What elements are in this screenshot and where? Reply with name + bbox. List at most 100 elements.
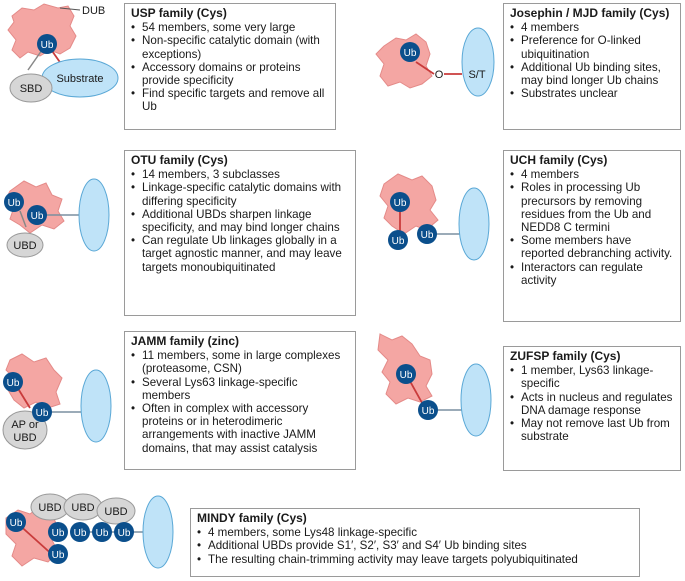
uch-title: UCH family (Cys) [510, 153, 608, 167]
otu-card: OTU family (Cys) 14 members, 3 subclasse… [124, 150, 356, 316]
ub-circle [4, 192, 24, 212]
ub-label: Ub [394, 198, 407, 209]
sbd-shape [9, 73, 53, 103]
bullet: Find specific targets and remove all Ub [131, 87, 329, 113]
substrate-shape [142, 495, 174, 569]
ub-circle [114, 522, 134, 542]
ub-circle [390, 192, 410, 212]
dub-enzyme-shape [375, 33, 433, 89]
uch-card: UCH family (Cys) 4 members Roles in proc… [503, 150, 681, 322]
usp-title: USP family (Cys) [131, 6, 227, 20]
josephin-card: Josephin / MJD family (Cys) 4 members Pr… [503, 3, 681, 130]
o-link-label: O [435, 69, 444, 81]
mindy-bullets: 4 members, some Lys48 linkage-specific A… [197, 526, 633, 566]
jamm-diagram: AP or UBD Ub Ub [2, 353, 112, 450]
bullet: 1 member, Lys63 linkage-specific [510, 364, 674, 390]
ub-circle [388, 230, 408, 250]
otu-bullets: 14 members, 3 subclasses Linkage-specifi… [131, 168, 349, 274]
substrate-shape [458, 187, 490, 261]
ub-circle [418, 400, 438, 420]
bullet: 4 members, some Lys48 linkage-specific [197, 526, 633, 539]
bullet: The resulting chain-trimming activity ma… [197, 553, 633, 566]
usp-diagram: DUB Substrate SBD Ub [7, 3, 119, 103]
jamm-bullets: 11 members, some in large complexes (pro… [131, 349, 349, 455]
mindy-card: MINDY family (Cys) 4 members, some Lys48… [190, 508, 640, 577]
zufsp-title: ZUFSP family (Cys) [510, 349, 621, 363]
josephin-bullets: 4 members Preference for O-linked ubiqui… [510, 21, 674, 100]
bullet: Additional UBDs sharpen linkage specific… [131, 208, 349, 234]
sbd-label: SBD [20, 83, 43, 95]
bullet: 4 members [510, 21, 674, 34]
substrate-label: Substrate [56, 73, 103, 85]
ub-circle [70, 522, 90, 542]
substrate-shape [461, 27, 495, 97]
bullet: Often in complex with accessory proteins… [131, 402, 349, 455]
bullet: Acts in nucleus and regulates DNA damage… [510, 391, 674, 417]
ubd-shape [6, 232, 44, 258]
bullet: 14 members, 3 subclasses [131, 168, 349, 181]
ub-circle [6, 512, 26, 532]
bullet: Additional UBDs provide S1′, S2′, S3′ an… [197, 539, 633, 552]
jamm-card: JAMM family (zinc) 11 members, some in l… [124, 331, 356, 470]
ubd-label: UBD [71, 502, 94, 514]
ub-circle [3, 372, 23, 392]
bullet: Additional Ub binding sites, may bind lo… [510, 61, 674, 87]
bullet: 54 members, some very large [131, 21, 329, 34]
ub-label: Ub [36, 408, 49, 419]
ub-circle [32, 402, 52, 422]
ub-label: Ub [52, 550, 65, 561]
ub-circle [48, 544, 68, 564]
zufsp-card: ZUFSP family (Cys) 1 member, Lys63 linka… [503, 346, 681, 471]
ub-label: Ub [74, 528, 87, 539]
accessory-shape [2, 410, 48, 450]
ub-label: Ub [10, 518, 23, 529]
bullet: Some members have reported debranching a… [510, 234, 674, 260]
ub-circle [400, 42, 420, 62]
bullet: 11 members, some in large complexes (pro… [131, 349, 349, 375]
ubd-label: UBD [38, 502, 61, 514]
ub-label: Ub [7, 378, 20, 389]
ub-label: Ub [52, 528, 65, 539]
bullet: Interactors can regulate activity [510, 261, 674, 287]
uch-bullets: 4 members Roles in processing Ub precurs… [510, 168, 674, 287]
ub-circle [92, 522, 112, 542]
ub-label: Ub [421, 230, 434, 241]
josephin-title: Josephin / MJD family (Cys) [510, 6, 670, 20]
bullet: Accessory domains or proteins provide sp… [131, 61, 329, 87]
ub-circle [396, 364, 416, 384]
ub-circle [417, 224, 437, 244]
ubd-shape [96, 497, 136, 525]
ub-label: Ub [41, 40, 54, 51]
ub-label: Ub [96, 528, 109, 539]
zufsp-diagram: Ub Ub [377, 333, 492, 437]
ub-label: Ub [422, 406, 435, 417]
bullet: Substrates unclear [510, 87, 674, 100]
ub-label: Ub [392, 236, 405, 247]
substrate-shape [78, 178, 110, 252]
bullet: Preference for O-linked ubiquitination [510, 34, 674, 60]
ub-circle [27, 205, 47, 225]
bullet: Non-specific catalytic domain (with exce… [131, 34, 329, 60]
usp-bullets: 54 members, some very large Non-specific… [131, 21, 329, 113]
ub-label: Ub [400, 370, 413, 381]
ub-label: Ub [118, 528, 131, 539]
otu-diagram: UBD Ub Ub [4, 178, 110, 258]
bullet: Linkage-specific catalytic domains with … [131, 181, 349, 207]
bullet: 4 members [510, 168, 674, 181]
ap-label-line1: AP or [11, 419, 39, 431]
dub-enzyme-shape [7, 3, 77, 59]
bullet: May not remove last Ub from substrate [510, 417, 674, 443]
otu-title: OTU family (Cys) [131, 153, 228, 167]
bullet: Can regulate Ub linkages globally in a t… [131, 234, 349, 274]
josephin-diagram: Ub O S/T [375, 27, 495, 97]
usp-card: USP family (Cys) 54 members, some very l… [124, 3, 336, 130]
substrate-shape [80, 369, 112, 443]
ub-label: Ub [31, 211, 44, 222]
bullet: Roles in processing Ub precursors by rem… [510, 181, 674, 234]
ubd-label: UBD [104, 506, 127, 518]
mindy-title: MINDY family (Cys) [197, 511, 307, 525]
jamm-title: JAMM family (zinc) [131, 334, 240, 348]
dub-label: DUB [82, 5, 105, 17]
substrate-shape [460, 363, 492, 437]
ub-label: Ub [8, 198, 21, 209]
